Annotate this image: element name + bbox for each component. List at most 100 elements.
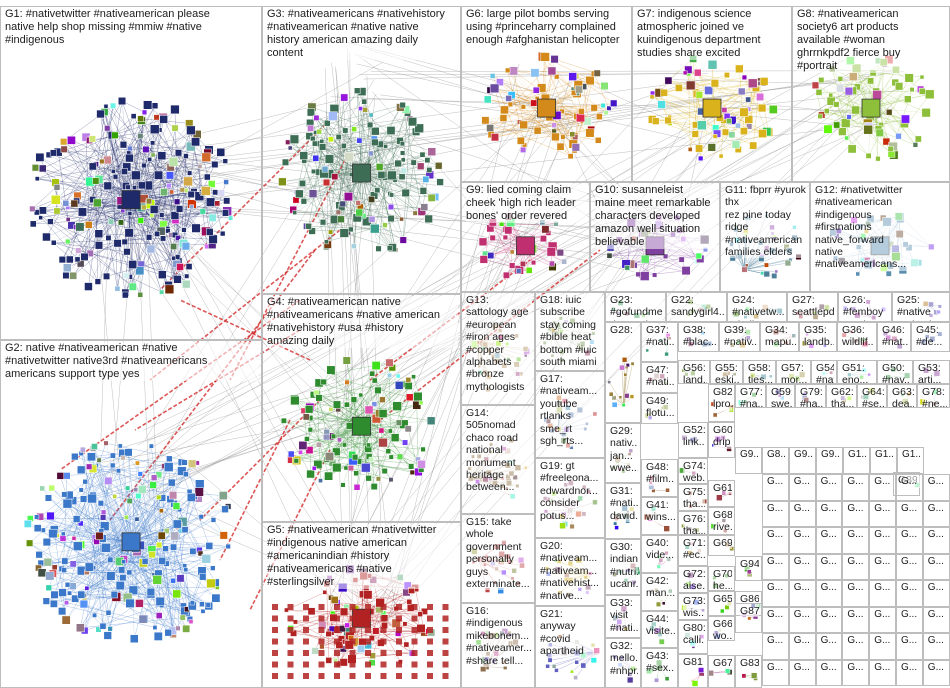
node[interactable]	[84, 562, 94, 572]
node[interactable]	[211, 160, 219, 168]
node[interactable]	[412, 210, 418, 216]
node[interactable]	[125, 598, 135, 608]
node[interactable]	[172, 502, 181, 510]
node[interactable]	[147, 157, 153, 162]
node[interactable]	[166, 455, 173, 462]
node[interactable]	[63, 263, 72, 272]
node[interactable]	[172, 589, 182, 599]
node[interactable]	[60, 138, 68, 146]
node[interactable]	[100, 521, 110, 531]
node[interactable]	[117, 443, 123, 449]
node[interactable]	[205, 542, 214, 550]
node[interactable]	[159, 212, 165, 218]
node[interactable]	[214, 200, 221, 207]
node[interactable]	[38, 215, 43, 220]
node[interactable]	[71, 594, 80, 603]
node[interactable]	[137, 133, 144, 140]
node[interactable]	[181, 459, 188, 466]
node[interactable]	[101, 543, 111, 553]
node[interactable]	[115, 581, 125, 591]
node[interactable]	[189, 547, 197, 555]
node[interactable]	[82, 479, 88, 485]
node[interactable]	[205, 228, 214, 236]
node[interactable]	[176, 263, 184, 271]
node[interactable]	[186, 141, 196, 152]
node[interactable]	[104, 125, 111, 132]
node[interactable]	[206, 578, 216, 589]
node[interactable]	[153, 631, 163, 641]
node[interactable]	[137, 217, 144, 224]
node[interactable]	[133, 487, 139, 493]
node[interactable]	[186, 493, 196, 502]
node[interactable]	[222, 158, 228, 164]
node[interactable]	[175, 235, 181, 241]
node[interactable]	[155, 612, 163, 619]
node[interactable]	[427, 147, 437, 156]
node[interactable]	[148, 443, 154, 449]
node[interactable]	[110, 462, 116, 469]
node[interactable]	[121, 559, 126, 565]
node[interactable]	[92, 612, 98, 618]
node[interactable]	[69, 271, 78, 280]
node[interactable]	[103, 181, 112, 191]
node[interactable]	[201, 152, 211, 162]
hub-node[interactable]	[121, 190, 141, 210]
node[interactable]	[170, 211, 180, 220]
node[interactable]	[67, 590, 72, 596]
node[interactable]	[76, 623, 85, 633]
node[interactable]	[94, 241, 104, 250]
node[interactable]	[183, 567, 189, 573]
node[interactable]	[84, 282, 93, 291]
node[interactable]	[61, 567, 67, 573]
node[interactable]	[51, 239, 57, 246]
node[interactable]	[156, 541, 163, 549]
node[interactable]	[79, 599, 89, 609]
node[interactable]	[71, 536, 77, 541]
node[interactable]	[152, 625, 158, 630]
node[interactable]	[122, 291, 129, 299]
node[interactable]	[128, 260, 137, 269]
node[interactable]	[64, 582, 71, 588]
node[interactable]	[182, 279, 191, 289]
node[interactable]	[121, 238, 128, 245]
node[interactable]	[159, 289, 165, 295]
node[interactable]	[135, 460, 140, 466]
node[interactable]	[38, 206, 47, 215]
node[interactable]	[39, 485, 45, 492]
node[interactable]	[103, 440, 109, 446]
node[interactable]	[141, 558, 149, 565]
node[interactable]	[210, 565, 216, 571]
node[interactable]	[137, 471, 143, 477]
node[interactable]	[152, 575, 162, 585]
node[interactable]	[129, 634, 139, 644]
node[interactable]	[61, 557, 69, 565]
node[interactable]	[201, 554, 211, 564]
node[interactable]	[29, 205, 36, 212]
node[interactable]	[100, 509, 107, 515]
node[interactable]	[135, 266, 145, 276]
node[interactable]	[149, 481, 157, 489]
node[interactable]	[51, 195, 61, 205]
node[interactable]	[220, 230, 226, 237]
node[interactable]	[191, 137, 200, 147]
node[interactable]	[142, 145, 150, 153]
node[interactable]	[112, 494, 117, 499]
node[interactable]	[75, 247, 82, 254]
node[interactable]	[73, 541, 83, 551]
node[interactable]	[175, 205, 184, 213]
node[interactable]	[183, 471, 189, 478]
node[interactable]	[85, 221, 93, 229]
node[interactable]	[223, 197, 231, 205]
node[interactable]	[94, 229, 104, 238]
node[interactable]	[171, 124, 179, 132]
node[interactable]	[134, 516, 140, 522]
node[interactable]	[92, 177, 100, 185]
node[interactable]	[163, 462, 174, 472]
node[interactable]	[181, 227, 187, 233]
node[interactable]	[48, 528, 58, 539]
node[interactable]	[179, 614, 186, 621]
hub-node[interactable]	[121, 532, 141, 552]
node[interactable]	[50, 590, 59, 599]
node[interactable]	[157, 531, 166, 540]
node[interactable]	[141, 109, 148, 115]
